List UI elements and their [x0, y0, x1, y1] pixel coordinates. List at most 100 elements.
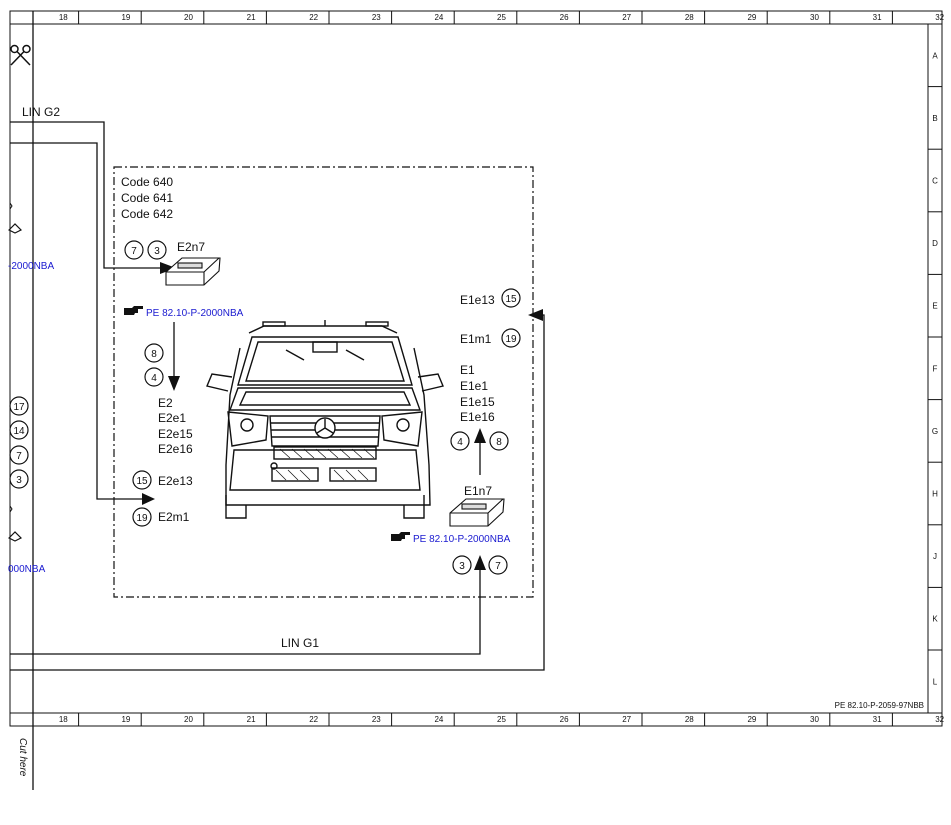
column-label: 31	[873, 715, 882, 724]
pin-circle	[9, 445, 29, 465]
e1n7-module-icon	[449, 498, 505, 527]
column-label: 23	[372, 13, 381, 22]
pin-number: 15	[505, 294, 517, 305]
e1m1-label: E1m1	[460, 332, 492, 346]
row-label: D	[932, 239, 938, 248]
column-label: 19	[121, 13, 130, 22]
column-label: 32	[935, 715, 944, 724]
pin-circle	[144, 367, 164, 387]
pin-circle	[489, 431, 509, 451]
output-label: E1e1	[460, 379, 488, 393]
row-label: H	[932, 490, 938, 499]
column-label: 18	[59, 715, 68, 724]
pin-number: 3	[154, 246, 160, 257]
pointing-hand-icon	[7, 223, 23, 234]
cut-here-label: Cut here	[17, 738, 28, 777]
page-reference: PE 82.10-P-2059-97NBB	[835, 701, 924, 710]
code-label: Code 641	[121, 191, 173, 205]
column-label: 32	[935, 13, 944, 22]
column-label: 24	[434, 715, 443, 724]
pin-number: 15	[136, 476, 148, 487]
e2m1-label: E2m1	[158, 510, 190, 524]
code-label: Code 640	[121, 175, 173, 189]
column-label: 27	[622, 13, 631, 22]
tick-mark	[9, 202, 13, 513]
column-label: 23	[372, 715, 381, 724]
pin-number: 7	[131, 246, 137, 257]
column-label: 29	[747, 715, 756, 724]
column-label: 31	[873, 13, 882, 22]
frame	[9, 10, 943, 790]
column-label: 21	[247, 715, 256, 724]
row-label: L	[933, 677, 938, 686]
pin-circle	[9, 420, 29, 440]
vehicle-front-view-icon	[206, 320, 444, 519]
e2n7-module-icon	[165, 257, 221, 286]
column-label: 25	[497, 13, 506, 22]
ref-link[interactable]: PE 82.10-P-2000NBA	[146, 308, 244, 319]
pin-number: 3	[16, 475, 22, 486]
arrow-e1e13	[528, 309, 543, 321]
column-label: 26	[560, 715, 569, 724]
ref-link[interactable]: 000NBA	[8, 564, 46, 575]
pin-number: 7	[16, 451, 22, 462]
row-label: E	[932, 302, 937, 311]
row-label: J	[933, 552, 937, 561]
row-label: G	[932, 427, 938, 436]
column-label: 24	[434, 13, 443, 22]
pin-circle	[501, 288, 521, 308]
pin-number: 8	[151, 349, 157, 360]
pin-number: 4	[457, 437, 463, 448]
arrowheads	[142, 262, 543, 570]
output-label: E2e15	[158, 427, 193, 441]
pin-number: 3	[459, 561, 465, 572]
arrow-e2m1	[142, 493, 155, 505]
output-label: E2e1	[158, 411, 186, 425]
pin-number: 4	[151, 373, 157, 384]
column-label: 29	[747, 13, 756, 22]
pin-circle	[144, 343, 164, 363]
lin-g1-label: LIN G1	[281, 636, 319, 650]
column-label: 28	[685, 715, 694, 724]
column-label: 27	[622, 715, 631, 724]
output-label: E2	[158, 396, 173, 410]
row-label: K	[932, 615, 938, 624]
arrow-e2-outputs	[168, 376, 180, 391]
column-label: 18	[59, 13, 68, 22]
pin-circle	[488, 555, 508, 575]
pin-number: 7	[495, 561, 501, 572]
lin-g2-label: LIN G2	[22, 105, 60, 119]
pin-number: 17	[13, 402, 25, 413]
pin-circle	[147, 240, 167, 260]
pointing-hand-icon	[391, 532, 410, 541]
module-boundary	[113, 166, 534, 598]
pin-number: 19	[136, 513, 148, 524]
column-label: 22	[309, 13, 318, 22]
ref-link[interactable]: PE 82.10-P-2000NBA	[413, 534, 511, 545]
pin-circle	[450, 431, 470, 451]
e1e13-label: E1e13	[460, 293, 495, 307]
scissors-icon	[10, 44, 31, 66]
pin-circle	[501, 328, 521, 348]
pin-circles	[9, 240, 521, 575]
column-label: 28	[685, 13, 694, 22]
column-label: 25	[497, 715, 506, 724]
column-label: 22	[309, 715, 318, 724]
output-label: E1e15	[460, 395, 495, 409]
ref-link[interactable]: -2000NBA	[8, 261, 54, 272]
row-label: A	[932, 51, 938, 60]
arrow-e1-outputs	[474, 428, 486, 443]
column-label: 19	[121, 715, 130, 724]
column-label: 30	[810, 13, 819, 22]
pin-number: 8	[496, 437, 502, 448]
arrow-e2n7	[160, 262, 176, 274]
output-label: E2e16	[158, 442, 193, 456]
pin-circle	[452, 555, 472, 575]
output-label: E1e16	[460, 410, 495, 424]
grille-hatching	[275, 448, 375, 481]
e1n7-label: E1n7	[464, 484, 492, 498]
pin-circle	[9, 396, 29, 416]
arrow-e1n7	[474, 555, 486, 570]
column-label: 20	[184, 13, 193, 22]
output-label: E1	[460, 363, 475, 377]
